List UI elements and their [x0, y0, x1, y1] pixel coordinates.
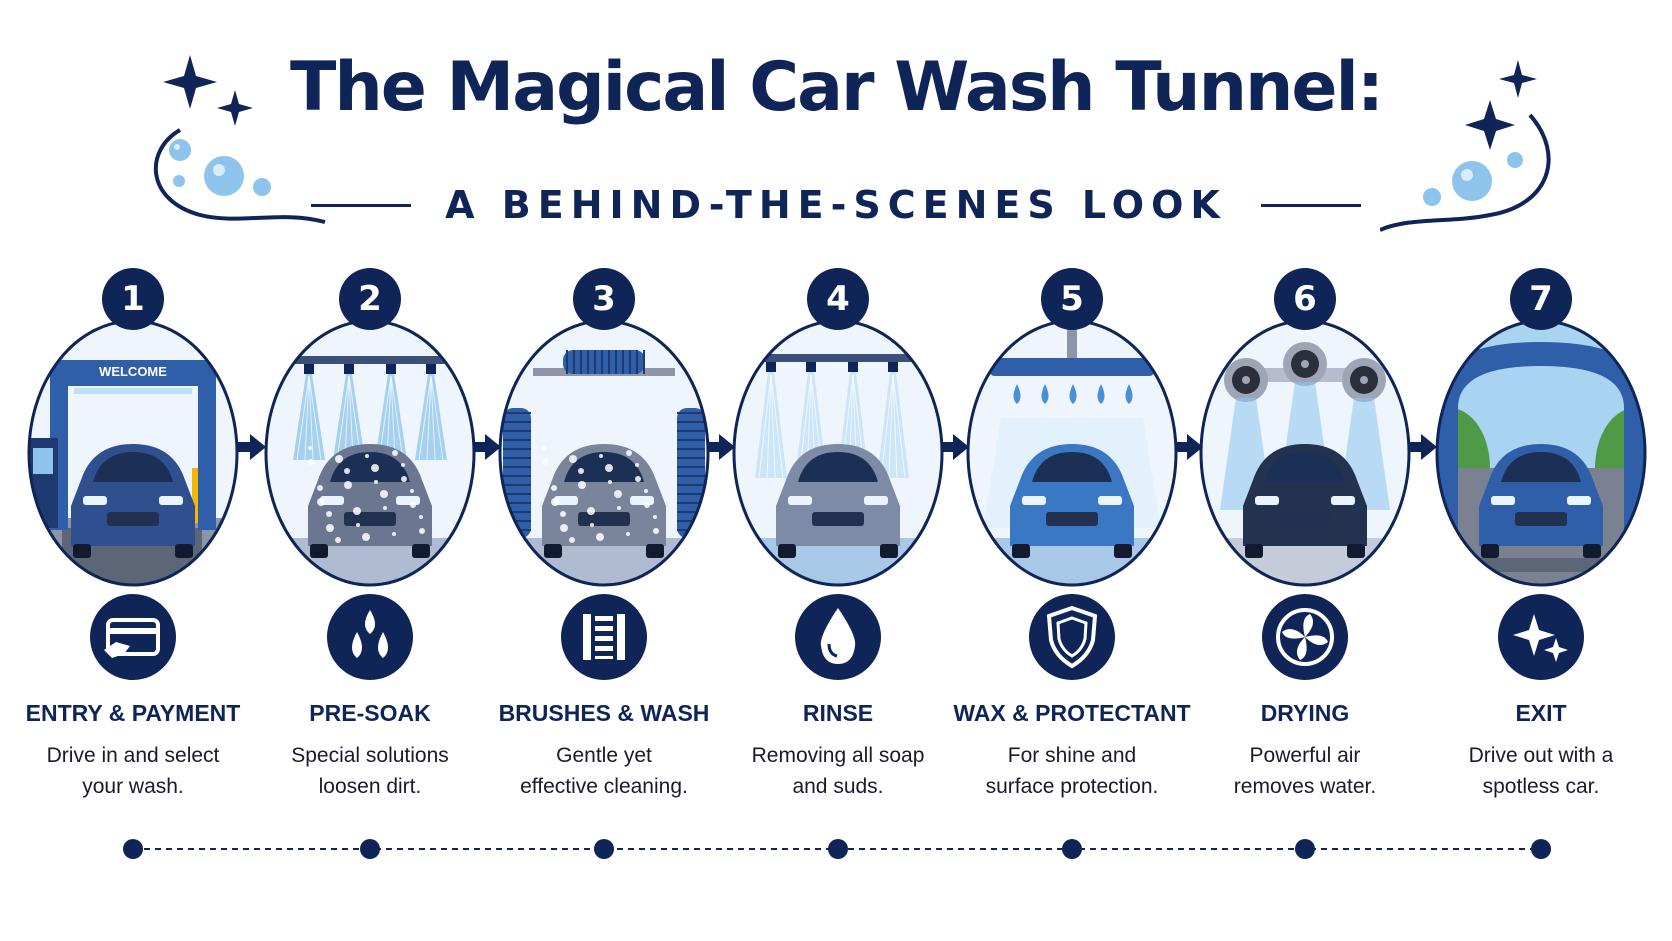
water-drop-icon [795, 594, 881, 680]
step-number-badge: 5 [1041, 268, 1103, 330]
scene-welcome-gantry [22, 318, 244, 593]
step-description: For shine and surface protection. [941, 740, 1203, 802]
subtitle-row: A BEHIND-THE-SCENES LOOK [0, 180, 1672, 230]
step-description-line: Drive out with a [1468, 744, 1614, 767]
scene-exit-tunnel [1430, 318, 1652, 593]
step-description: Gentle yet effective cleaning. [473, 740, 735, 802]
step-number-badge: 6 [1274, 268, 1336, 330]
step-title: BRUSHES & WASH [498, 700, 710, 726]
welcome-sign: WELCOME [99, 364, 167, 379]
brush-icon [561, 594, 647, 680]
step-number-badge: 2 [339, 268, 401, 330]
step-description: Removing all soap and suds. [707, 740, 969, 802]
scene-air-dryers [1194, 318, 1416, 593]
step-description-line: Removing all soap [751, 744, 925, 767]
sparkle-icon [1498, 594, 1584, 680]
scene-presoak-sprayers [259, 318, 481, 593]
step-title: WAX & PROTECTANT [953, 700, 1191, 726]
scene-rinse-sprayers [727, 318, 949, 593]
step-description: Drive out with a spotless car. [1410, 740, 1672, 802]
step-description-line: For shine and [1007, 744, 1137, 767]
step-description-line: surface protection. [985, 775, 1159, 798]
timeline-dot [360, 839, 380, 859]
step-description-line: your wash. [82, 775, 184, 798]
arrow-right-icon [941, 430, 969, 464]
page-title: The Magical Car Wash Tunnel: [289, 48, 1384, 127]
step-title: DRYING [1260, 700, 1350, 726]
step-title: RINSE [802, 700, 874, 726]
timeline-dot [123, 839, 143, 859]
page-subtitle: A BEHIND-THE-SCENES LOOK [445, 183, 1227, 227]
decor-left-icon [153, 55, 326, 224]
step-number-badge: 4 [807, 268, 869, 330]
step-number-badge: 7 [1510, 268, 1572, 330]
step-number-badge: 1 [102, 268, 164, 330]
timeline-dot [828, 839, 848, 859]
step-description-line: effective cleaning. [520, 775, 688, 798]
step-description: Powerful air removes water. [1174, 740, 1436, 802]
step-description: Drive in and select your wash. [2, 740, 264, 802]
subtitle-rule-right [1260, 203, 1361, 207]
step-description-line: Powerful air [1249, 744, 1361, 767]
step-title: ENTRY & PAYMENT [25, 700, 241, 726]
step-description: Special solutions loosen dirt. [239, 740, 501, 802]
subtitle-rule-left [311, 203, 412, 207]
arrow-right-icon [473, 430, 501, 464]
scene-wax-applicator [961, 318, 1183, 593]
droplets-icon [327, 594, 413, 680]
credit-card-icon [90, 594, 176, 680]
step-description-line: loosen dirt. [318, 775, 422, 798]
step-description-line: Special solutions [291, 744, 449, 767]
step-description-line: Gentle yet [556, 744, 652, 767]
decor-right-icon [1380, 60, 1551, 232]
scene-rotating-brushes [493, 318, 715, 593]
step-number-badge: 3 [573, 268, 635, 330]
fan-icon [1262, 594, 1348, 680]
timeline-dot [1062, 839, 1082, 859]
arrow-right-icon [1174, 430, 1203, 464]
step-title: PRE-SOAK [309, 700, 431, 726]
shield-icon [1029, 594, 1115, 680]
step-description-line: spotless car. [1482, 775, 1600, 798]
arrow-right-icon [237, 430, 266, 464]
timeline [123, 839, 1551, 859]
step-description-line: Drive in and select [46, 744, 220, 767]
step-description-line: and suds. [792, 775, 884, 798]
timeline-dot [1531, 839, 1551, 859]
step-description-line: removes water. [1233, 775, 1377, 798]
step-title: EXIT [1515, 700, 1567, 726]
arrow-right-icon [1409, 430, 1437, 464]
arrow-right-icon [707, 430, 735, 464]
timeline-dot [594, 839, 614, 859]
timeline-dot [1295, 839, 1315, 859]
